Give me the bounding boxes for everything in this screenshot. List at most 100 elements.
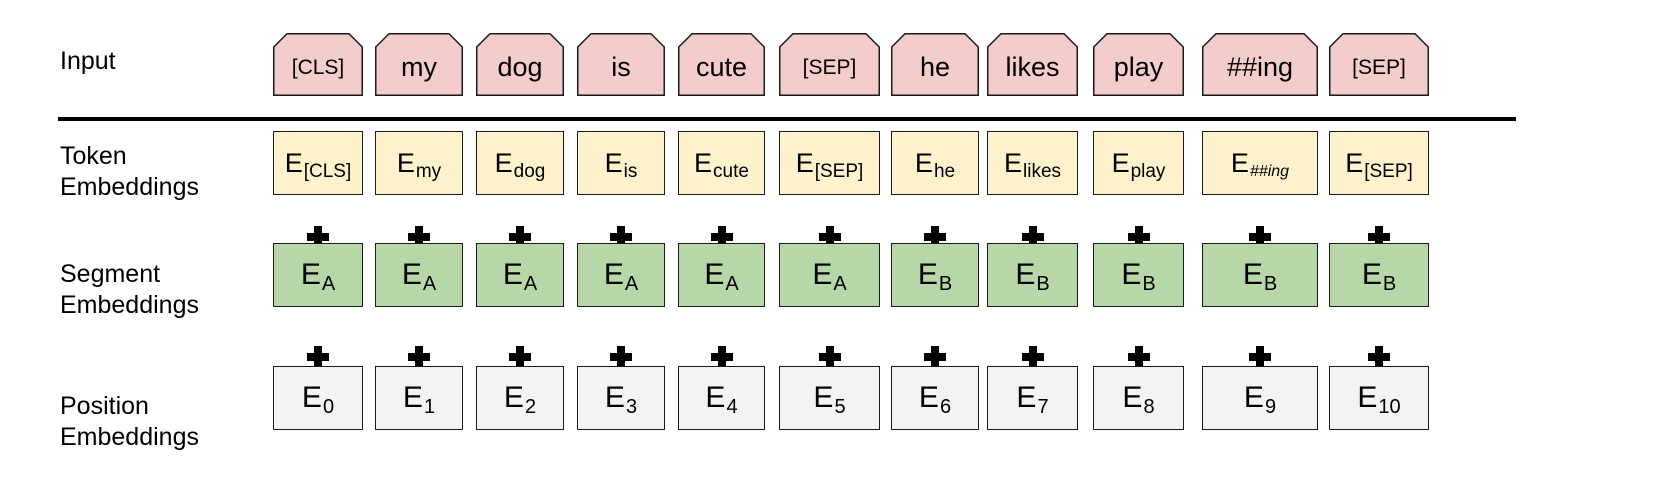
input-token-3: is bbox=[577, 33, 665, 96]
label-input: Input bbox=[60, 47, 116, 75]
plus-icon bbox=[817, 224, 843, 250]
input-token-shape bbox=[273, 33, 363, 96]
input-token-shape bbox=[1329, 33, 1429, 96]
plus-row-segment-position bbox=[0, 344, 1662, 370]
position-embedding-subscript: 10 bbox=[1378, 395, 1401, 418]
token-embedding-symbol: E bbox=[284, 147, 303, 178]
segment-embedding-subscript: B bbox=[1142, 272, 1156, 295]
input-token-text: [CLS] bbox=[291, 55, 345, 79]
plus-icon bbox=[406, 344, 432, 370]
token-embedding-subscript: [SEP] bbox=[814, 161, 864, 182]
segment-embedding-symbol: E bbox=[1015, 258, 1036, 291]
position-embedding-subscript: 5 bbox=[834, 395, 846, 418]
plus-icon bbox=[922, 224, 948, 250]
position-embedding-subscript: 2 bbox=[524, 395, 537, 418]
input-token-2: dog bbox=[476, 33, 564, 96]
segment-embedding-symbol: E bbox=[704, 258, 725, 291]
input-token-text: is bbox=[611, 52, 631, 82]
segment-embedding-symbol: E bbox=[1242, 258, 1263, 291]
position-embedding-subscript: 6 bbox=[939, 395, 952, 418]
plus-icon bbox=[507, 224, 533, 250]
token-embedding-symbol: E bbox=[694, 147, 713, 178]
plus-icon bbox=[1020, 344, 1046, 370]
token-embedding-10: E[SEP] bbox=[1329, 131, 1429, 195]
token-embedding-0: E[CLS] bbox=[273, 131, 363, 195]
token-embedding-subscript: likes bbox=[1023, 161, 1062, 182]
position-embedding-subscript: 7 bbox=[1037, 395, 1049, 418]
position-embedding-symbol: E bbox=[1243, 381, 1264, 414]
plus-icon bbox=[406, 224, 432, 250]
token-embedding-subscript: cute bbox=[713, 161, 749, 182]
input-token-shape bbox=[987, 33, 1078, 96]
input-token-0: [CLS] bbox=[273, 33, 363, 96]
input-token-text: ##ing bbox=[1226, 52, 1294, 82]
token-embedding-subscript: is bbox=[623, 161, 638, 182]
plus-icon bbox=[1247, 344, 1273, 370]
position-embedding-symbol: E bbox=[503, 381, 524, 414]
input-token-text: [SEP] bbox=[1352, 55, 1406, 79]
input-token-text: my bbox=[401, 52, 437, 82]
segment-embedding-symbol: E bbox=[917, 258, 938, 291]
position-embedding-symbol: E bbox=[604, 381, 625, 414]
segment-embedding-subscript: B bbox=[1036, 272, 1050, 295]
segment-embedding-subscript: A bbox=[422, 272, 437, 295]
token-embedding-symbol: E bbox=[396, 147, 415, 178]
token-embedding-subscript: my bbox=[415, 161, 442, 182]
plus-icon bbox=[608, 224, 634, 250]
segment-embedding-symbol: E bbox=[812, 258, 833, 291]
plus-icon bbox=[817, 344, 843, 370]
input-token-outline bbox=[987, 33, 1078, 96]
plus-icon bbox=[1020, 224, 1046, 250]
segment-embedding-subscript: A bbox=[624, 272, 639, 295]
input-token-4: cute bbox=[678, 33, 765, 96]
input-token-7: likes bbox=[987, 33, 1078, 96]
plus-icon bbox=[1126, 344, 1152, 370]
plus-icon bbox=[507, 344, 533, 370]
token-embedding-symbol: E bbox=[604, 147, 623, 178]
token-embedding-symbol: E bbox=[1111, 147, 1130, 178]
segment-embedding-subscript: A bbox=[523, 272, 538, 295]
label-token-embeddings: Token Embeddings bbox=[60, 142, 199, 201]
input-token-outline bbox=[891, 33, 979, 96]
position-embedding-subscript: 0 bbox=[322, 395, 335, 418]
label-position-embeddings: Position Embeddings bbox=[60, 392, 199, 451]
input-token-outline bbox=[577, 33, 665, 96]
input-token-outline bbox=[678, 33, 765, 96]
input-token-outline bbox=[476, 33, 564, 96]
position-embedding-subscript: 4 bbox=[726, 395, 738, 418]
plus-icon bbox=[709, 344, 735, 370]
token-embedding-symbol: E bbox=[1230, 147, 1249, 178]
plus-icon bbox=[1247, 224, 1273, 250]
input-token-text: cute bbox=[695, 52, 748, 82]
input-token-outline bbox=[1202, 33, 1318, 96]
token-embedding-subscript: [SEP] bbox=[1364, 161, 1413, 182]
plus-icon bbox=[922, 344, 948, 370]
plus-icon bbox=[1366, 224, 1392, 250]
position-embedding-symbol: E bbox=[1357, 381, 1378, 414]
label-segment-embeddings: Segment Embeddings bbox=[60, 260, 199, 319]
input-token-5: [SEP] bbox=[779, 33, 880, 96]
position-embedding-subscript: 3 bbox=[625, 395, 638, 418]
segment-embedding-symbol: E bbox=[603, 258, 624, 291]
segment-embedding-symbol: E bbox=[502, 258, 523, 291]
position-embedding-subscript: 8 bbox=[1143, 395, 1155, 418]
input-token-shape bbox=[779, 33, 880, 96]
plus-icon bbox=[305, 224, 331, 250]
token-embedding-subscript: [CLS] bbox=[303, 161, 352, 182]
input-token-text: he bbox=[919, 52, 951, 82]
